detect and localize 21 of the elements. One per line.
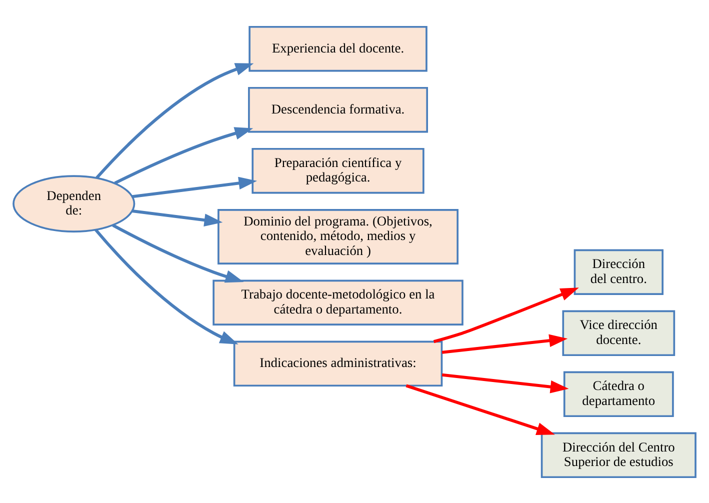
node-ellipse: Dependen de: (12, 174, 136, 232)
node-box: Preparación científica y pedagógica. (252, 147, 424, 194)
node-box: Dirección del Centro Superior de estudios (540, 432, 696, 478)
node-box: Vice dirección docente. (562, 310, 676, 356)
arrow (112, 223, 244, 282)
arrow (406, 384, 555, 434)
node-box: Trabajo docente-metodológico en la cátedra o departamento. (212, 279, 464, 326)
arrow (442, 334, 568, 354)
node-box: Cátedra o departamento (563, 370, 674, 417)
arrow (114, 126, 254, 184)
arrow (442, 372, 569, 393)
node-box: Descendencia formativa. (248, 86, 428, 132)
node-box: Dominio del programa. (Objetivos, contenido, método, medios y evaluación ) (218, 208, 459, 264)
node-box: Dirección del centro. (574, 248, 664, 295)
arrow (132, 176, 258, 198)
arrow (433, 287, 579, 343)
arrow (96, 62, 254, 178)
node-box: Experiencia del docente. (248, 25, 428, 72)
arrow (132, 208, 223, 226)
arrow (94, 228, 238, 344)
node-box: Indicaciones administrativas: (233, 340, 443, 386)
